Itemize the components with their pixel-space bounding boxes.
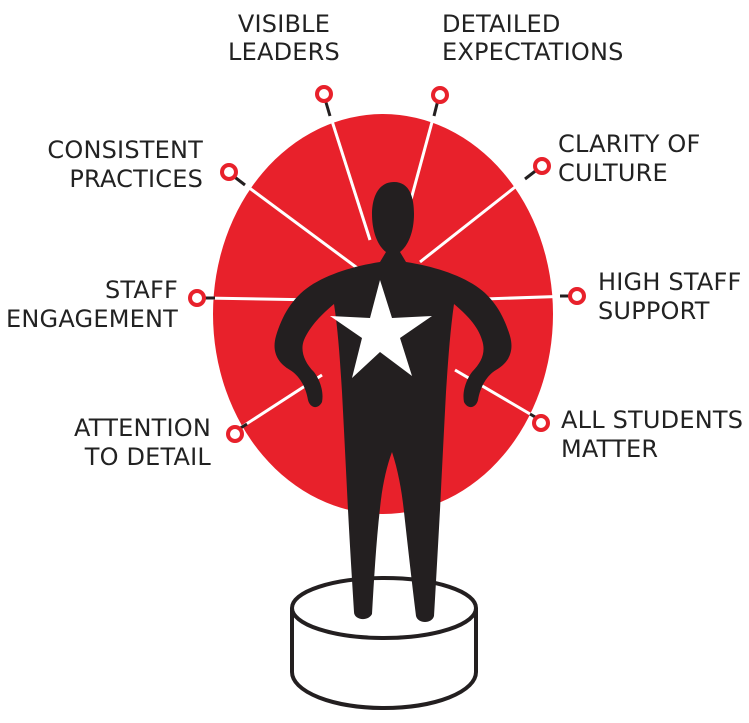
label-high-staff-support: HIGH STAFF SUPPORT (598, 268, 741, 325)
pin-detailed-expectations (431, 86, 449, 104)
label-attention-to-detail-line-2: TO DETAIL (84, 443, 212, 471)
pin-all-students-matter (532, 414, 550, 432)
label-detailed-expectations-line-1: DETAILED (442, 10, 561, 38)
label-attention-to-detail: ATTENTION TO DETAIL (74, 414, 211, 471)
label-clarity-of-culture: CLARITY OF CULTURE (558, 130, 701, 187)
label-high-staff-support-line-2: SUPPORT (598, 297, 710, 325)
pin-staff-engagement (188, 289, 206, 307)
label-detailed-expectations-line-2: EXPECTATIONS (442, 38, 624, 66)
label-staff-engagement-line-1: STAFF (105, 276, 178, 304)
label-attention-to-detail-line-1: ATTENTION (74, 414, 211, 442)
pin-clarity-of-culture (533, 157, 551, 175)
figure-silhouette (274, 182, 512, 622)
pedestal (290, 576, 478, 710)
pin-visible-leaders (315, 85, 333, 103)
label-consistent-practices: CONSISTENT PRACTICES (47, 136, 203, 193)
label-staff-engagement-line-2: ENGAGEMENT (6, 305, 178, 333)
label-consistent-practices-line-2: PRACTICES (69, 165, 203, 193)
label-clarity-of-culture-line-2: CULTURE (558, 159, 668, 187)
spoke-pins (188, 85, 586, 443)
spoke-visible-leaders (323, 98, 372, 241)
pin-attention-to-detail (226, 425, 244, 443)
label-visible-leaders-line-1: VISIBLE (238, 10, 330, 38)
label-staff-engagement: STAFF ENGAGEMENT (6, 276, 178, 333)
label-high-staff-support-line-1: HIGH STAFF (598, 268, 741, 296)
label-consistent-practices-line-1: CONSISTENT (47, 136, 203, 164)
label-all-students-matter-line-1: ALL STUDENTS (561, 406, 743, 434)
label-all-students-matter-line-2: MATTER (561, 435, 658, 463)
spoke-consistent-practices (231, 173, 361, 272)
label-all-students-matter: ALL STUDENTS MATTER (561, 406, 743, 463)
label-visible-leaders-line-2: LEADERS (228, 38, 340, 66)
pin-consistent-practices (220, 163, 238, 181)
pin-high-staff-support (568, 287, 586, 305)
label-clarity-of-culture-line-1: CLARITY OF (558, 130, 701, 158)
label-detailed-expectations: DETAILED EXPECTATIONS (442, 10, 624, 66)
label-visible-leaders: VISIBLE LEADERS (228, 10, 340, 66)
star-icon (330, 280, 432, 378)
spoke-clarity-of-culture (419, 167, 539, 264)
